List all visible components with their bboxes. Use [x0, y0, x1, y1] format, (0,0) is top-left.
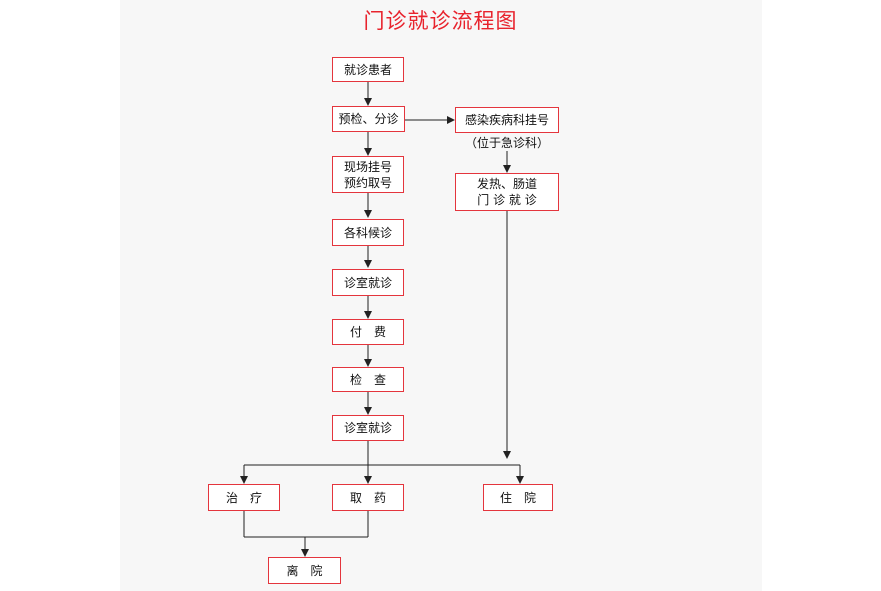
node-registration: 现场挂号 预约取号 [332, 156, 404, 193]
node-consult-1-label: 诊室就诊 [343, 275, 392, 290]
node-fever-clinic-line1: 发热、肠道 [476, 177, 537, 191]
node-registration-booked: 预约取号 [343, 175, 392, 190]
node-inpatient: 住 院 [483, 484, 553, 511]
node-infect-registration: 感染疾病科挂号 [455, 107, 559, 133]
diagram-title: 门诊就诊流程图 [363, 9, 518, 33]
node-medicine: 取 药 [332, 484, 404, 511]
node-consult-2-label: 诊室就诊 [343, 421, 392, 435]
node-consult-1: 诊室就诊 [332, 269, 404, 296]
node-fever-clinic-line2: 门 诊 就 诊 [477, 193, 537, 207]
node-exam-label: 检 查 [349, 372, 386, 387]
node-consult-2: 诊室就诊 [332, 415, 404, 441]
node-treat: 治 疗 [208, 484, 280, 511]
node-registration-onsite: 现场挂号 [343, 159, 392, 174]
node-exam: 检 查 [332, 367, 404, 392]
node-leave-label: 离 院 [286, 563, 323, 578]
node-patient: 就诊患者 [332, 57, 404, 82]
node-leave: 离 院 [268, 557, 341, 584]
node-wait-label: 各科候诊 [343, 225, 392, 240]
node-pay: 付 费 [332, 319, 404, 345]
node-medicine-label: 取 药 [349, 490, 386, 505]
node-treat-label: 治 疗 [225, 490, 262, 505]
node-fever-clinic: 发热、肠道 门 诊 就 诊 [455, 173, 559, 211]
node-infect-registration-label: 感染疾病科挂号 [464, 113, 549, 127]
node-wait: 各科候诊 [332, 219, 404, 246]
node-inpatient-label: 住 院 [499, 490, 536, 505]
node-precheck: 预检、分诊 [332, 106, 405, 132]
node-patient-label: 就诊患者 [343, 62, 392, 77]
node-precheck-label: 预检、分诊 [338, 112, 399, 126]
infect-location-note: （位于急诊科） [464, 136, 549, 150]
node-pay-label: 付 费 [349, 325, 386, 339]
